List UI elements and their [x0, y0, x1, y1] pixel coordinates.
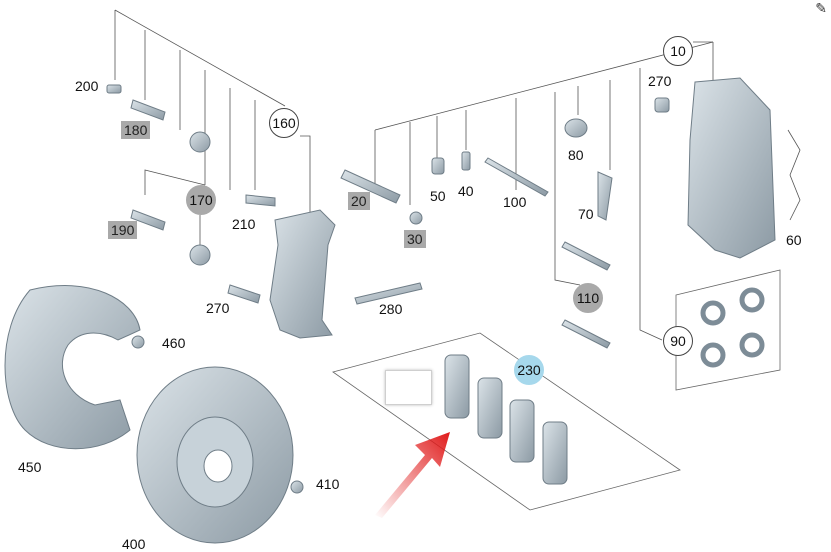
edit-icon[interactable]: ✎: [815, 0, 827, 16]
callout-270-caliper-bolt: 270: [648, 73, 672, 89]
callout-20: 20: [348, 192, 370, 210]
seal-set-frame: [675, 269, 781, 391]
callout-100: 100: [503, 194, 527, 210]
callout-160: 160: [269, 108, 299, 138]
brake-caliper-10: [687, 77, 776, 259]
callout-180: 180: [121, 121, 151, 139]
small-parts: [106, 84, 670, 494]
red-arrow-icon: [375, 432, 450, 518]
callout-450: 450: [18, 459, 42, 475]
callout-460: 460: [162, 335, 186, 351]
blank-label-box: [385, 370, 432, 405]
callout-280: 280: [379, 301, 403, 317]
brake-pads-230: [444, 354, 568, 485]
leader-lines: [114, 9, 801, 341]
callout-90: 90: [663, 326, 693, 356]
callout-190: 190: [108, 221, 138, 239]
callout-60: 60: [786, 232, 802, 248]
callout-50: 50: [430, 188, 446, 204]
dust-shield-450: [4, 285, 141, 450]
pad-set-frame: [332, 332, 681, 511]
callout-400: 400: [122, 536, 146, 552]
callout-10: 10: [663, 36, 693, 66]
brake-disc-400: [136, 366, 294, 544]
caliper-carrier-160: [269, 209, 336, 339]
callout-30: 30: [404, 230, 426, 248]
callout-410: 410: [316, 476, 340, 492]
callout-110: 110: [573, 283, 603, 313]
callout-80: 80: [568, 147, 584, 163]
callout-200: 200: [75, 78, 99, 94]
callout-210: 210: [232, 216, 256, 232]
callout-170: 170: [186, 185, 216, 215]
callout-230: 230: [514, 355, 544, 385]
callout-270-carrier-bolt: 270: [206, 300, 230, 316]
callout-40: 40: [458, 183, 474, 199]
piston-seals-90: [700, 287, 765, 368]
callout-70: 70: [578, 206, 594, 222]
